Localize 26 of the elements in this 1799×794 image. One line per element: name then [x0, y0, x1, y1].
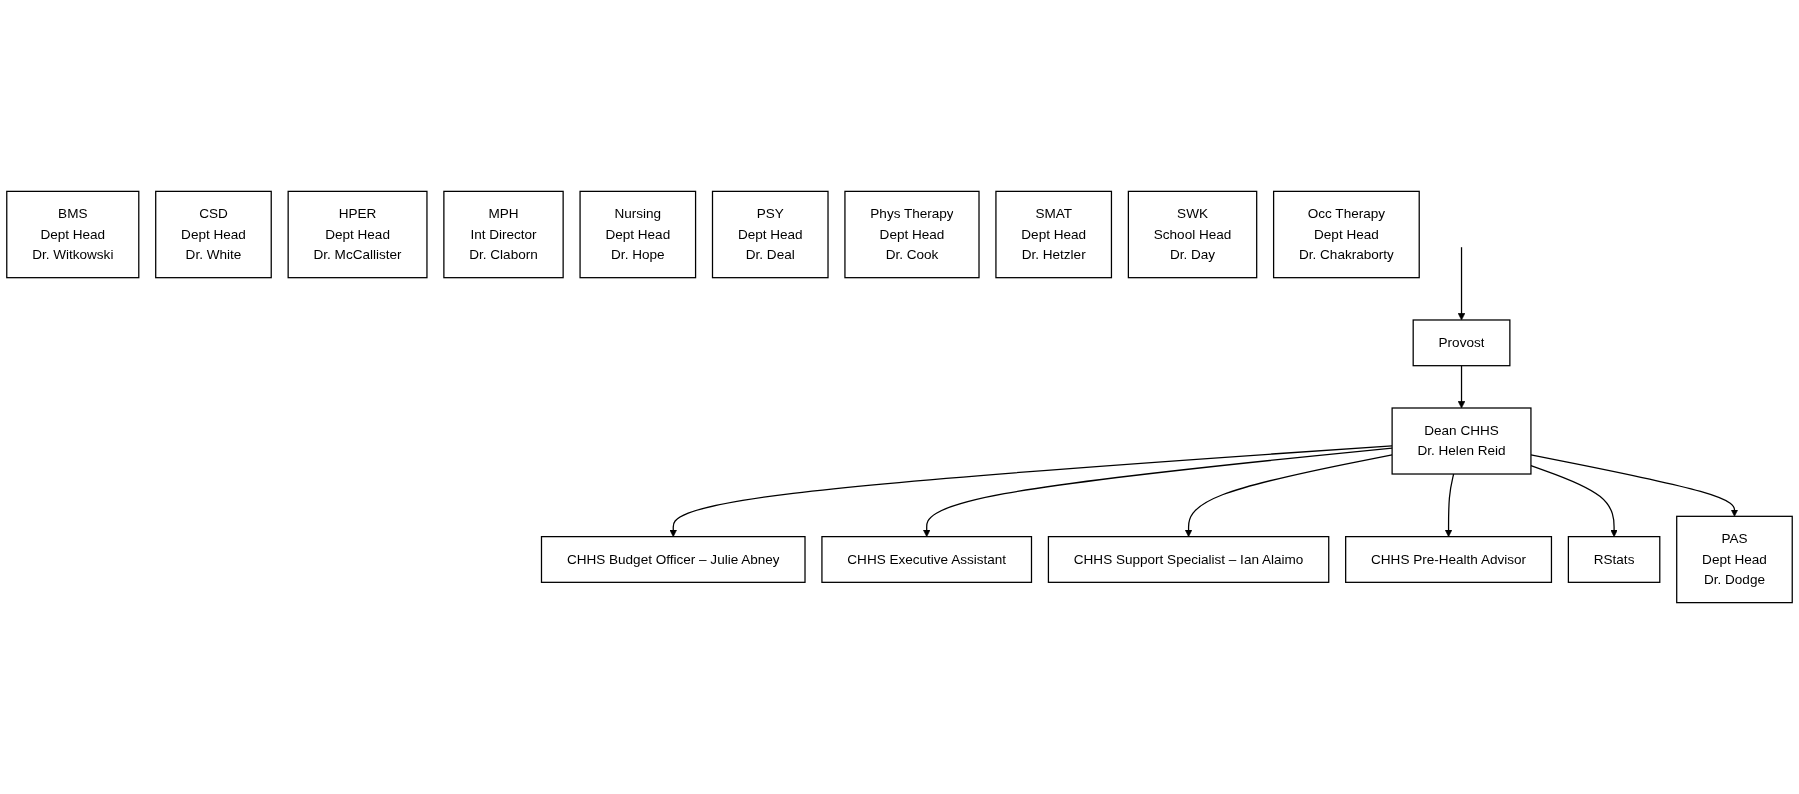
arrow — [1184, 454, 1393, 537]
arrow — [1457, 365, 1466, 409]
node-box: CHHS Support Specialist – Ian Alaimo — [1047, 536, 1330, 583]
node-box: CHHS Budget Officer – Julie Abney — [540, 536, 806, 583]
arrow — [1530, 465, 1618, 537]
node-box: PAS Dept Head Dr. Dodge — [1676, 515, 1793, 604]
node-box: PSY Dept Head Dr. Deal — [711, 190, 829, 279]
arrow — [1444, 473, 1455, 537]
arrow — [1530, 454, 1739, 517]
node-box: Nursing Dept Head Dr. Hope — [579, 190, 697, 279]
node-box: RStats — [1567, 536, 1661, 583]
node-box: CHHS Executive Assistant — [821, 536, 1033, 583]
node-box: BMS Dept Head Dr. Witkowski — [6, 190, 140, 279]
arrow — [1457, 246, 1466, 321]
node-box: HPER Dept Head Dr. McCallister — [287, 190, 428, 279]
node-box: CHHS Pre-Health Advisor — [1345, 536, 1553, 583]
node-box: CSD Dept Head Dr. White — [155, 190, 272, 279]
node-box: Occ Therapy Dept Head Dr. Chakraborty — [1273, 190, 1420, 279]
node-box: Provost — [1412, 319, 1511, 367]
node-box: SWK School Head Dr. Day — [1127, 190, 1258, 279]
node-box: Phys Therapy Dept Head Dr. Cook — [844, 190, 980, 279]
arrow — [923, 447, 1393, 537]
arrow — [669, 445, 1393, 537]
node-box: Dean CHHS Dr. Helen Reid — [1391, 407, 1532, 475]
node-box: MPH Int Director Dr. Claborn — [443, 190, 564, 279]
node-box: SMAT Dept Head Dr. Hetzler — [995, 190, 1113, 279]
